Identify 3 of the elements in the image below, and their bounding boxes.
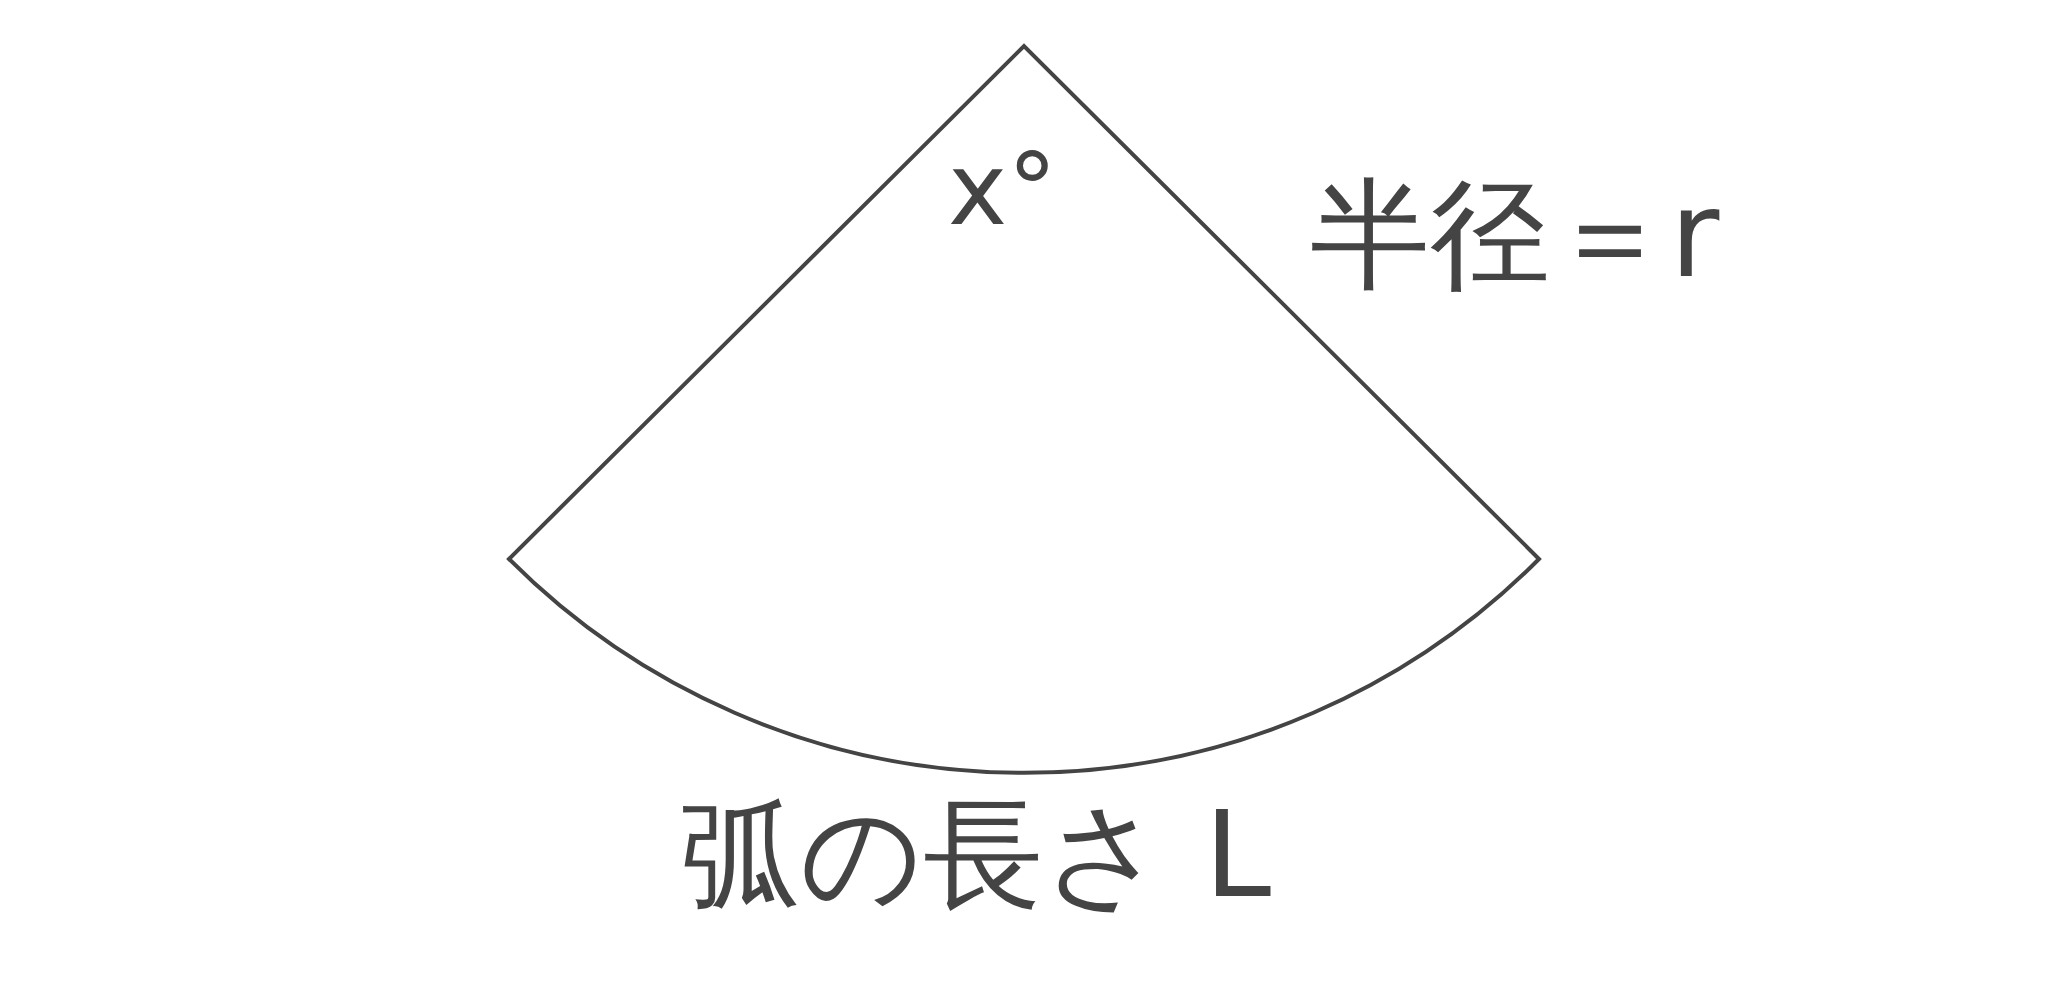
angle-label: x°: [948, 140, 1058, 240]
radius-label: 半径＝r: [1310, 175, 1720, 295]
arc-length-label: 弧の長さ L: [680, 795, 1271, 915]
